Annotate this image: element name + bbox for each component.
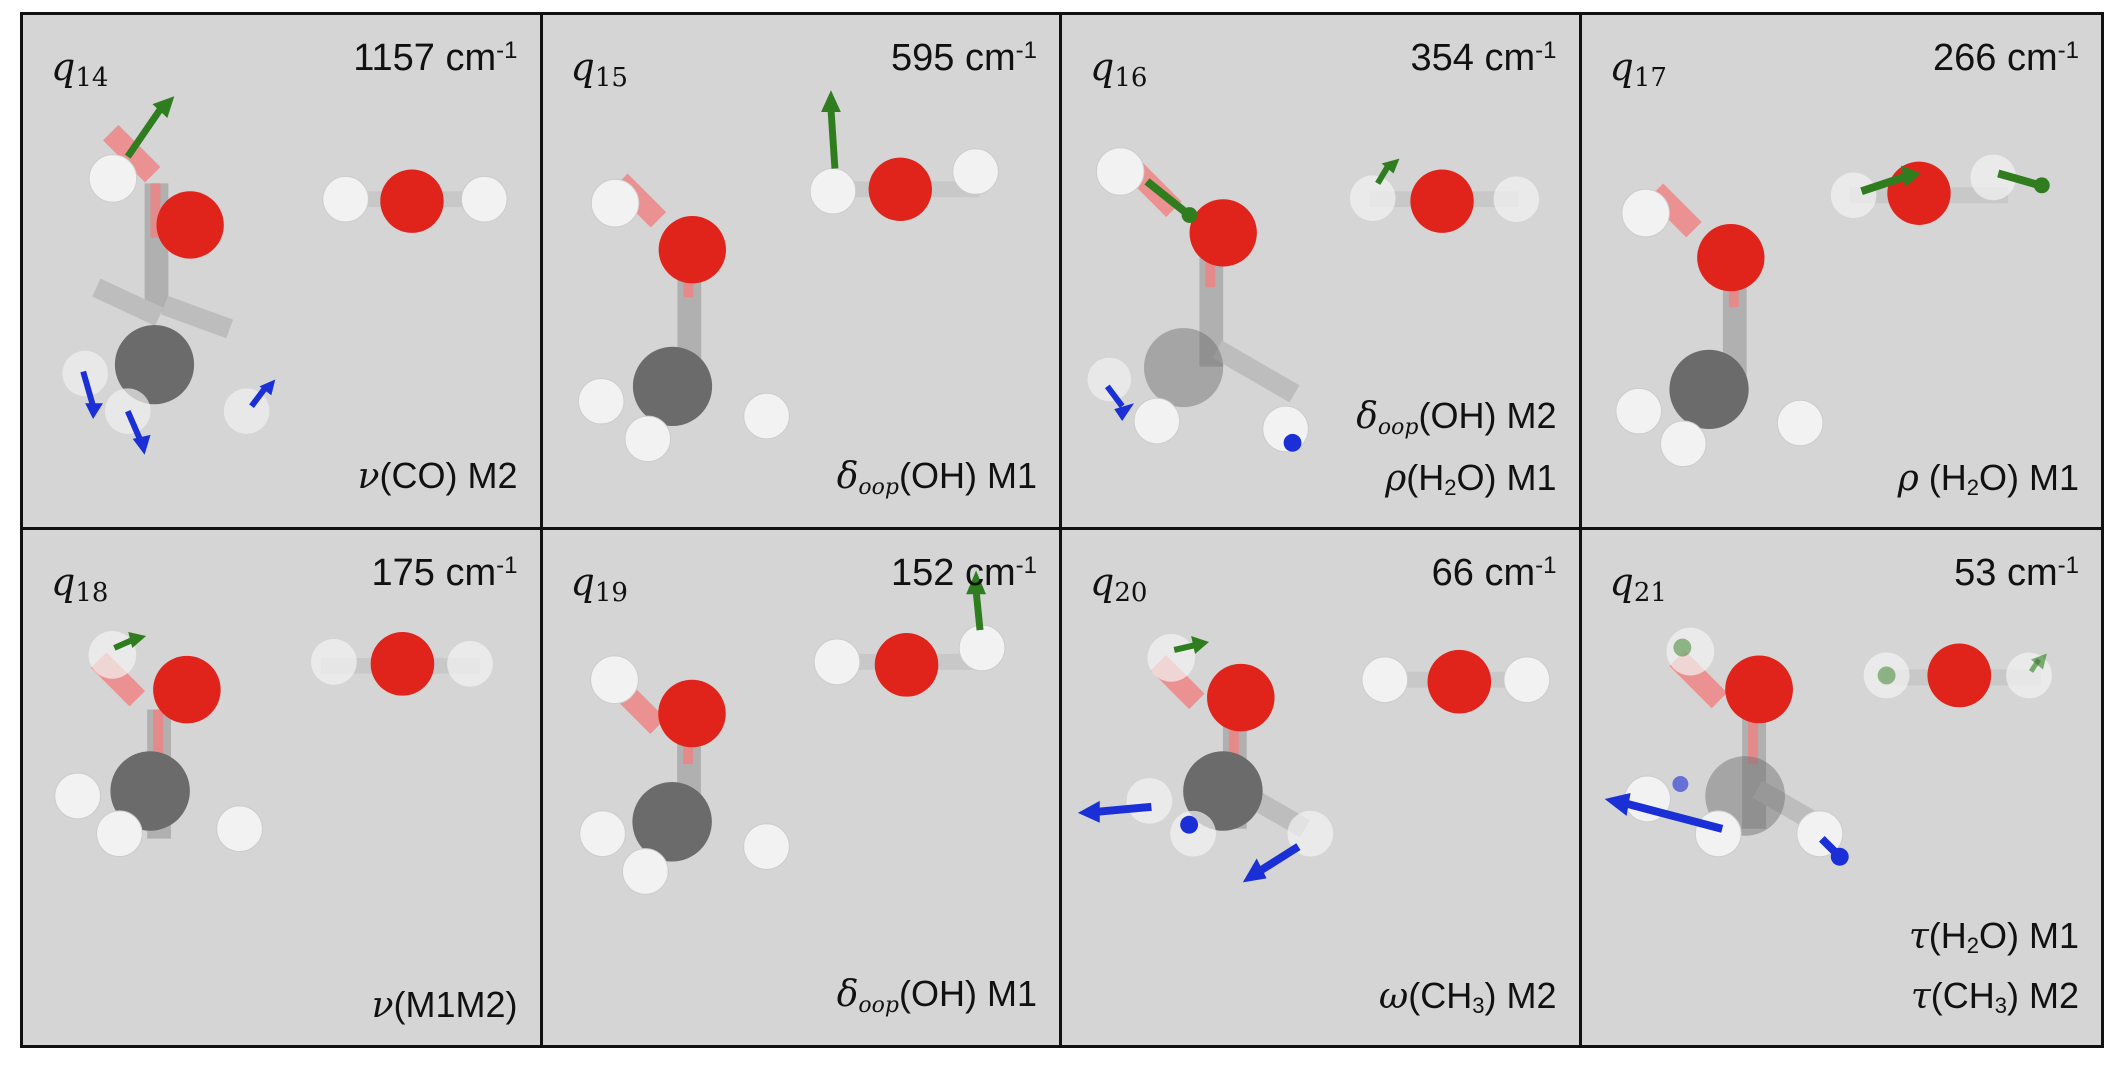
mode-index: q16 (1090, 45, 1148, 93)
displacement-arrows (1077, 636, 1301, 883)
mode-assignment: ν(M1M2) (371, 984, 518, 1026)
water-molecule (809, 148, 999, 221)
mode-assignment: τ(H2O) M1 τ(CH3) M2 (1908, 915, 2079, 1018)
mode-panel-q17: q17 266 cm-1 ρ (H2O) M1 (1581, 15, 2101, 530)
mode-assignment: δoop(OH) M1 (836, 455, 1037, 500)
methanol-molecule (1087, 147, 1309, 453)
frequency-label: 354 cm-1 (1410, 37, 1557, 79)
molecule-drawing (577, 90, 999, 463)
mode-assignment: ν(CO) M2 (357, 455, 518, 497)
frequency-label: 152 cm-1 (891, 552, 1037, 594)
mode-index: q18 (51, 560, 109, 608)
molecule-drawing (62, 96, 508, 455)
mode-assignment: ρ (H2O) M1 (1897, 457, 2079, 500)
water-molecule (1361, 649, 1551, 714)
displacement-arrows (820, 90, 841, 169)
methanol-molecule (1623, 627, 1843, 858)
displacement-arrows (1859, 165, 2050, 196)
mode-panel-q14: q14 1157 cm-1 ν(CO) M2 (23, 15, 543, 530)
methanol-molecule (62, 124, 270, 434)
mode-index: q17 (1609, 45, 1667, 93)
mode-assignment: δoop(OH) M2 ρ(H2O) M1 (1356, 395, 1557, 500)
mode-index: q15 (570, 45, 628, 93)
frequency-label: 1157 cm-1 (353, 37, 518, 79)
water-molecule (1830, 154, 2016, 225)
mode-assignment: δoop(OH) M1 (836, 973, 1037, 1018)
vibrational-mode-grid: q14 1157 cm-1 ν(CO) M2 (20, 12, 2104, 1048)
displacement-arrows (80, 96, 276, 455)
water-molecule (311, 632, 493, 696)
displacement-arrows (965, 570, 986, 631)
mode-panel-q16: q16 354 cm-1 δoop(OH) M2 ρ(H2O) M1 (1062, 15, 1582, 530)
methanol-molecule (578, 655, 790, 895)
water-molecule (322, 169, 508, 233)
frequency-label: 66 cm-1 (1431, 552, 1557, 594)
frequency-label: 595 cm-1 (891, 37, 1037, 79)
water-molecule (1349, 169, 1540, 233)
molecule-drawing (1604, 627, 2052, 866)
mode-index: q21 (1609, 560, 1667, 608)
molecule-drawing (1614, 154, 2050, 468)
methanol-molecule (577, 173, 790, 463)
mode-assignment: ω(CH3) M2 (1378, 975, 1557, 1018)
frequency-label: 266 cm-1 (1933, 37, 2079, 79)
methanol-molecule (54, 631, 263, 858)
mode-panel-q15: q15 595 cm-1 δoop(OH) M1 (542, 15, 1062, 530)
displacement-arrows (113, 632, 147, 651)
molecule-drawing (578, 570, 1005, 895)
displacement-arrows (1604, 638, 2047, 866)
mode-panel-q20: q20 66 cm-1 ω(CH3) M2 (1062, 530, 1582, 1045)
mode-panel-q18: q18 175 cm-1 ν(M1M2) (23, 530, 543, 1045)
methanol-molecule (1614, 183, 1823, 468)
mode-index: q19 (570, 560, 628, 608)
molecule-drawing (1087, 147, 1540, 453)
frequency-label: 53 cm-1 (1954, 552, 2079, 594)
molecule-drawing (54, 631, 493, 858)
methanol-molecule (1126, 634, 1334, 857)
frequency-label: 175 cm-1 (371, 552, 518, 594)
water-molecule (813, 624, 1005, 697)
molecule-drawing (1077, 634, 1551, 883)
mode-panel-q19: q19 152 cm-1 δoop(OH) M1 (542, 530, 1062, 1045)
mode-panel-q21: q21 53 cm-1 τ(H2O) M1 τ(CH3) M2 (1581, 530, 2101, 1045)
mode-index: q20 (1090, 560, 1148, 608)
mode-index: q14 (51, 45, 109, 93)
displacement-arrows (1104, 158, 1400, 452)
